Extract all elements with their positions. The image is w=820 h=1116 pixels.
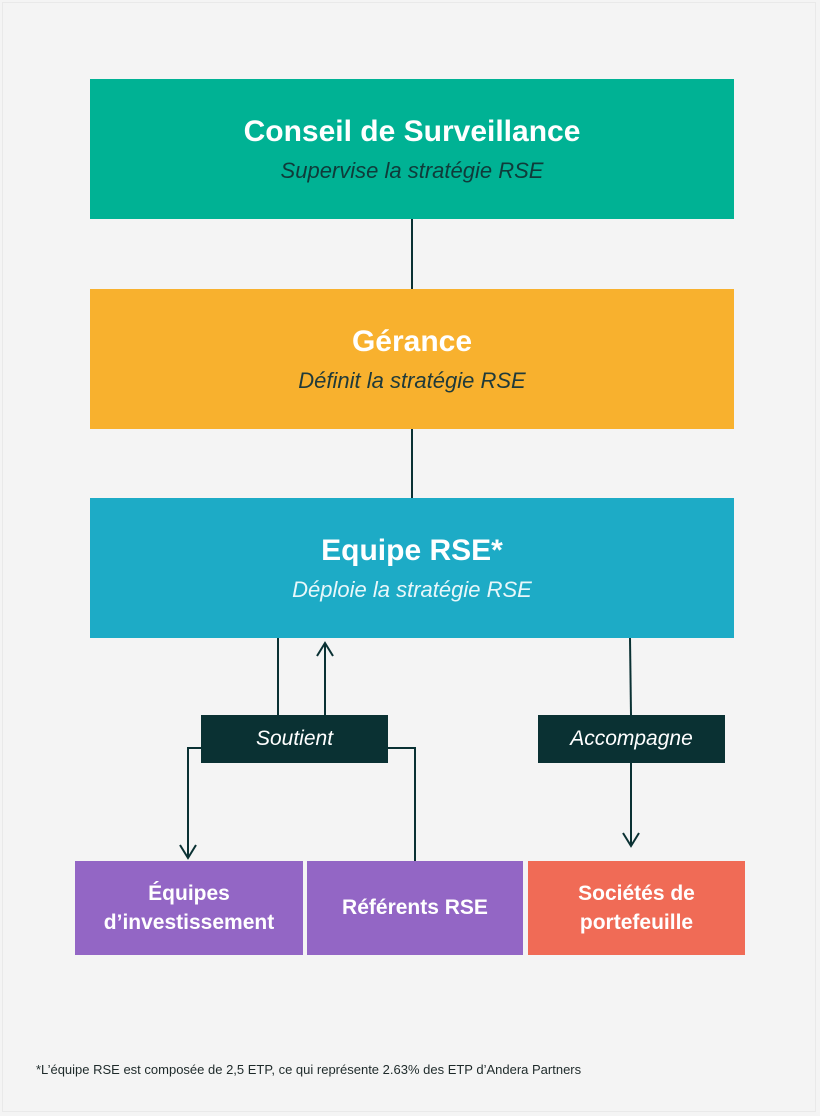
- line-equipe-accompagne: [629, 637, 632, 716]
- societes-line1: Sociétés de: [578, 881, 695, 905]
- equipes-inv-line1: Équipes: [148, 881, 230, 905]
- equipe-rse-box: Equipe RSE* Déploie la stratégie RSE: [90, 498, 734, 638]
- accompagne-label: Accompagne: [538, 715, 725, 763]
- equipes-inv-line2: d’investissement: [103, 911, 275, 934]
- referents-rse-box: Référents RSE: [307, 861, 523, 955]
- arrowhead-societes: [622, 832, 640, 848]
- conseil-title: Conseil de Surveillance: [243, 114, 581, 148]
- line-soutient-equipes: [187, 747, 201, 857]
- equipe-subtitle: Déploie la stratégie RSE: [292, 576, 532, 602]
- arrowhead-equipes: [179, 844, 197, 860]
- societes-line2: portefeuille: [579, 911, 694, 934]
- line-soutient-referents: [388, 747, 416, 861]
- soutient-label: Soutient: [201, 715, 388, 763]
- societes-portefeuille-box: Sociétés de portefeuille: [528, 861, 745, 955]
- gerance-box: Gérance Définit la stratégie RSE: [90, 289, 734, 429]
- referents-label: Référents RSE: [342, 896, 488, 920]
- footnote: *L’équipe RSE est composée de 2,5 ETP, c…: [36, 1062, 582, 1077]
- equipe-title: Equipe RSE*: [321, 533, 503, 567]
- gerance-title: Gérance: [351, 324, 473, 358]
- gerance-subtitle: Définit la stratégie RSE: [298, 367, 526, 393]
- conseil-de-surveillance-box: Conseil de Surveillance Supervise la str…: [90, 79, 734, 219]
- conseil-subtitle: Supervise la stratégie RSE: [280, 157, 544, 183]
- arrowhead-up: [316, 641, 334, 657]
- equipes-investissement-box: Équipes d’investissement: [75, 861, 303, 955]
